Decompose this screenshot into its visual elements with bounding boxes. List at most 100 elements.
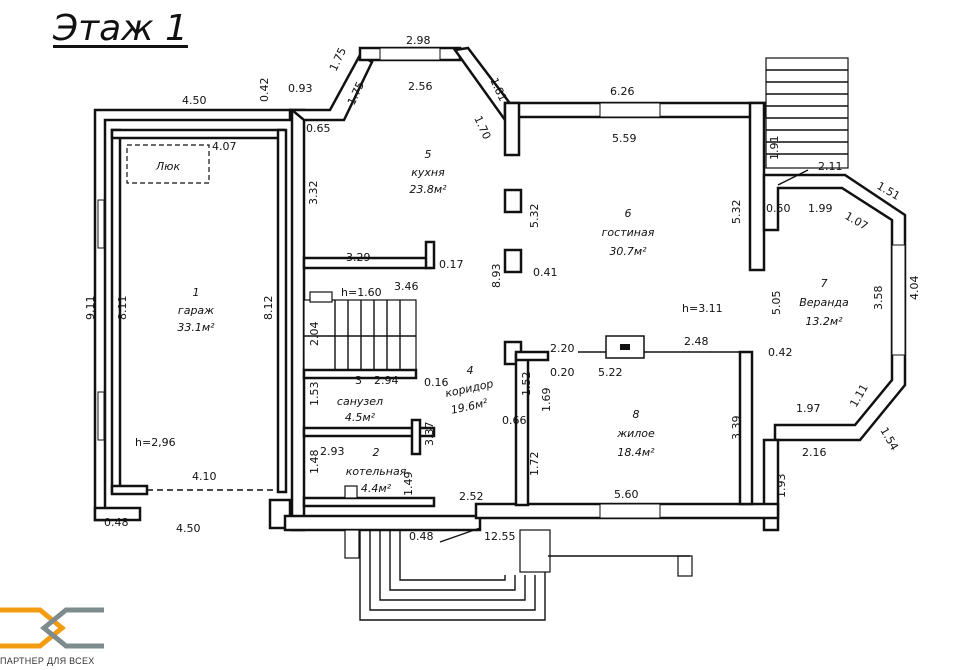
dimension-label: 1.97 xyxy=(796,402,821,415)
boiler-bottom-wall xyxy=(302,496,436,508)
dimension-label: 2.16 xyxy=(802,446,827,459)
svg-text:гараж: гараж xyxy=(178,304,214,317)
company-logo xyxy=(0,607,104,649)
bottom-wall-left xyxy=(283,514,482,532)
dimension-label: 0.48 xyxy=(104,516,129,529)
dimension-label: 2.94 xyxy=(374,374,399,387)
room-2-label: 2 котельная 4.4м² xyxy=(346,446,407,495)
logo-mark-gray xyxy=(40,607,104,649)
dimension-label: 4.50 xyxy=(182,94,207,107)
main-wall-left xyxy=(290,108,306,532)
room8-top-left-stub xyxy=(514,350,550,362)
bathroom-top-wall xyxy=(302,368,418,380)
svg-text:33.1м²: 33.1м² xyxy=(177,321,215,334)
hatch-outline xyxy=(126,144,210,184)
svg-text:30.7м²: 30.7м² xyxy=(609,245,647,258)
dimension-label: 1.48 xyxy=(308,450,321,475)
stair-landing xyxy=(309,291,333,303)
svg-text:2: 2 xyxy=(373,446,380,459)
garage-inner-wall-bottom-left xyxy=(110,484,149,496)
kitchen-top-wall xyxy=(288,53,374,122)
dimension-label: 2.52 xyxy=(459,490,484,503)
dimension-label: 3.37 xyxy=(423,422,436,447)
dimension-label: 0.42 xyxy=(258,78,271,103)
dimension-label: 3.58 xyxy=(872,286,885,311)
external-stairs xyxy=(765,57,849,169)
svg-text:23.8м²: 23.8м² xyxy=(409,183,447,196)
interior-stairs xyxy=(303,299,417,373)
dimension-label: 5.32 xyxy=(730,200,743,225)
dimension-label: 1.52 xyxy=(520,372,533,397)
svg-text:18.4м²: 18.4м² xyxy=(617,446,655,459)
dimension-label: 12.55 xyxy=(484,530,516,543)
dimension-label: 2.11 xyxy=(818,160,843,173)
window-garage-2 xyxy=(97,391,105,441)
dimension-label: 0.93 xyxy=(288,82,313,95)
dimension-label: 5.22 xyxy=(598,366,623,379)
dimension-label: 1.49 xyxy=(402,472,415,497)
bathroom-bottom-wall xyxy=(302,426,436,438)
logo-mark-orange xyxy=(0,607,66,649)
svg-text:санузел: санузел xyxy=(337,395,383,408)
dimension-label: 0.20 xyxy=(550,366,575,379)
dimension-label: 1.75 xyxy=(327,46,349,74)
dimension-label: 3 xyxy=(355,374,362,387)
kitchen-living-divider-top xyxy=(503,101,521,157)
dimension-label: 2.48 xyxy=(684,335,709,348)
dimension-label: 4.10 xyxy=(192,470,217,483)
column-1 xyxy=(503,188,523,214)
dimension-label: 1.99 xyxy=(808,202,833,215)
dimension-label: 6.26 xyxy=(610,85,635,98)
svg-text:4.4м²: 4.4м² xyxy=(361,482,392,495)
floor-title: Этаж 1 xyxy=(53,8,188,49)
svg-text:8: 8 xyxy=(633,408,640,421)
room8-right-wall xyxy=(738,350,754,506)
svg-text:1: 1 xyxy=(193,286,200,299)
hatch-label: Люк xyxy=(155,160,181,173)
dimension-label: 1.54 xyxy=(877,425,901,453)
room-5-label: 5 кухня 23.8м² xyxy=(409,148,447,196)
dimension-label: 1.11 xyxy=(847,382,871,410)
dimension-label: 0.17 xyxy=(439,258,464,271)
svg-text:коридор: коридор xyxy=(444,377,494,400)
dimension-label: 2.56 xyxy=(408,80,433,93)
svg-text:4: 4 xyxy=(467,364,474,377)
stairs-height: h=1.60 xyxy=(341,286,382,299)
kitchen-stair-wall-end xyxy=(424,240,436,270)
svg-text:6: 6 xyxy=(625,207,632,220)
dimension-label: 0.66 xyxy=(502,414,527,427)
dimension-label: 9.11 xyxy=(84,296,97,321)
window-veranda-right xyxy=(891,244,906,356)
dimension-label: 4.50 xyxy=(176,522,201,535)
room-6-label: 6 гостиная 30.7м² xyxy=(602,207,655,258)
dimension-label: 2.93 xyxy=(320,445,345,458)
svg-text:13.2м²: 13.2м² xyxy=(805,315,843,328)
dimension-label: 1.93 xyxy=(775,474,788,499)
boiler-right-wall xyxy=(410,418,422,456)
dimension-label: 4.04 xyxy=(908,276,921,301)
garage-inner-wall-right xyxy=(276,128,288,494)
window-kitchen-bay xyxy=(379,47,441,61)
main-height: h=3.11 xyxy=(682,302,723,315)
dimension-label: 1.72 xyxy=(528,452,541,477)
logo-tagline: ПАРТНЕР ДЛЯ ВСЕХ xyxy=(0,656,95,666)
dimension-label: 0.16 xyxy=(424,376,449,389)
svg-text:котельная: котельная xyxy=(346,465,407,478)
svg-text:жилое: жилое xyxy=(616,427,655,440)
dimension-label: 1.70 xyxy=(471,114,493,142)
garage-height: h=2,96 xyxy=(135,436,176,449)
garage-wall-bottom-left xyxy=(93,506,142,522)
room-7-label: 7 Веранда 13.2м² xyxy=(799,277,849,328)
column-2 xyxy=(503,248,523,274)
dimension-label: 1.53 xyxy=(308,382,321,407)
dimension-label: 8.11 xyxy=(116,296,129,321)
dimension-label: 5.05 xyxy=(770,291,783,316)
room-4-label: 4 коридор 19.6м² xyxy=(444,364,494,417)
svg-text:Веранда: Веранда xyxy=(799,296,849,309)
dimension-label: 5.32 xyxy=(528,204,541,229)
dimension-label: 1.91 xyxy=(768,136,781,161)
dimension-label: 5.59 xyxy=(612,132,637,145)
